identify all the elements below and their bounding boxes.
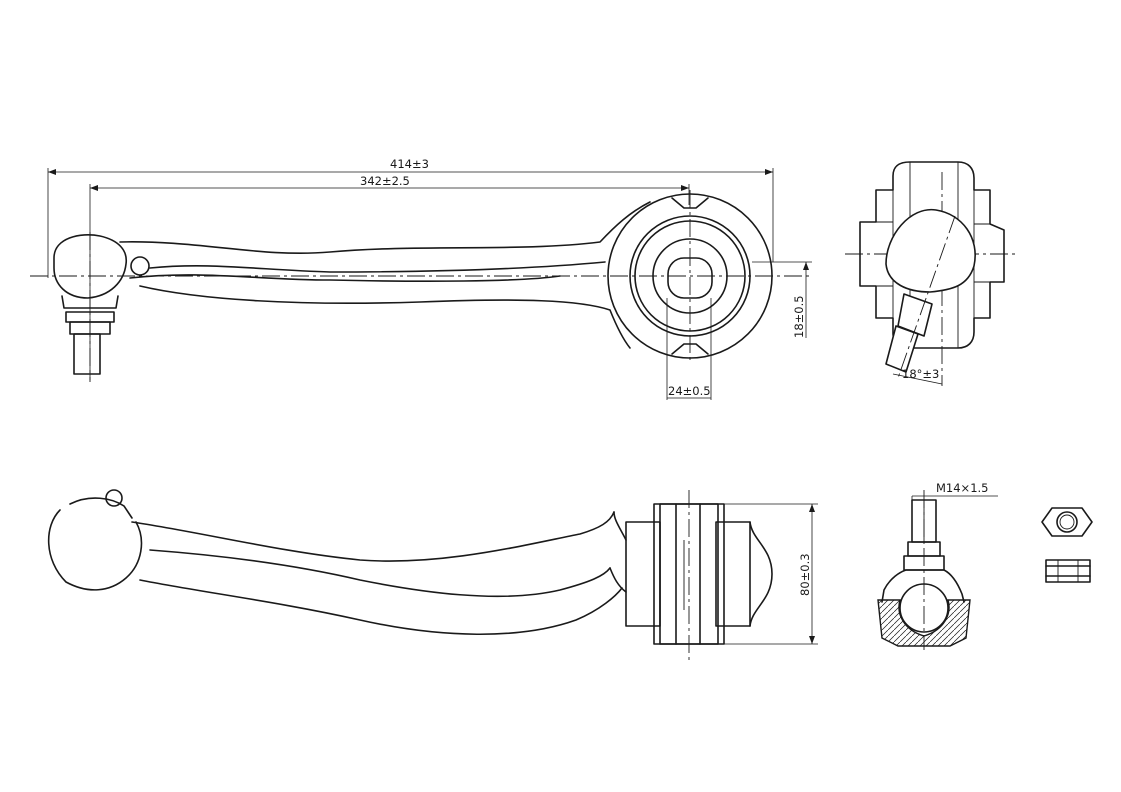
dim-bushing-length: 80±0.3 bbox=[798, 553, 812, 596]
dim-bushing-height-offset: 18±0.5 bbox=[792, 295, 806, 338]
side-view-ball-joint: 18°±3 bbox=[845, 161, 1018, 386]
front-view-arm: 80±0.3 bbox=[47, 489, 818, 660]
top-view-arm: 414±3 342±2.5 18±0.5 24±0.5 bbox=[30, 157, 812, 400]
dim-pivot-distance: 342±2.5 bbox=[360, 174, 410, 188]
dim-bushing-width: 24±0.5 bbox=[668, 384, 711, 398]
dim-ball-joint-angle: 18°±3 bbox=[902, 367, 939, 381]
dim-overall-length: 414±3 bbox=[390, 157, 429, 171]
ball-joint-section: M14×1.5 bbox=[877, 481, 998, 650]
nut-icon bbox=[1041, 507, 1093, 583]
dim-thread: M14×1.5 bbox=[936, 481, 988, 495]
